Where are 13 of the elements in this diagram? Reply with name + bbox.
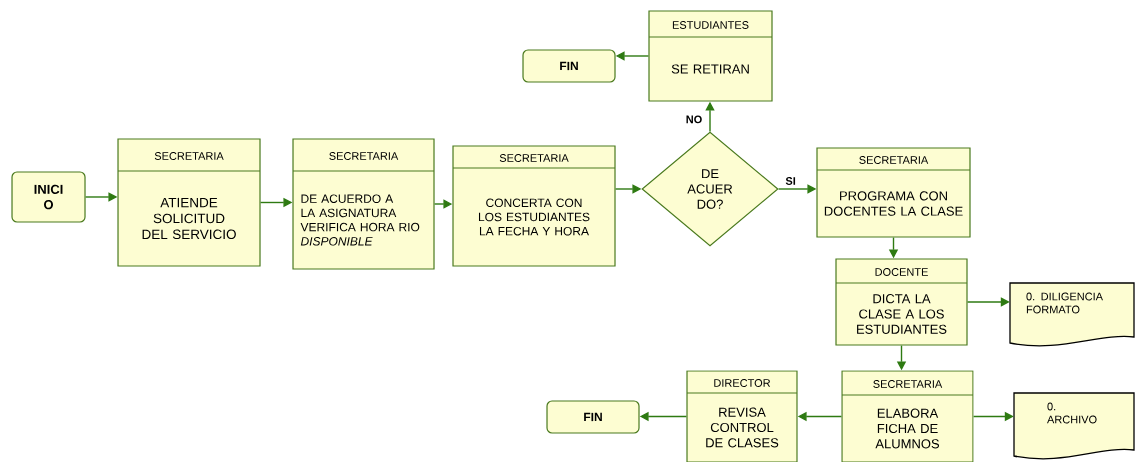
process-box: SECRETARIA ELABORA FICHA DE ALUMNOS [841, 370, 974, 462]
process-box: DOCENTE DICTA LA CLASE A LOS ESTUDIANTES [835, 258, 968, 346]
process-box: SECRETARIA CONCERTA CON LOS ESTUDIANTES LA FECHA Y HORA [452, 145, 616, 267]
process-box: DIRECTOR REVISA CONTROL DE CLASES [686, 370, 798, 462]
process-box: SECRETARIA DE ACUERDO A LA ASIGNATURA VERIFICA HORA RIO DISPONIBLE [292, 138, 435, 270]
terminal-box: INICI O [11, 171, 86, 223]
process-box: SECRETARIA ATIENDE SOLICITUD DEL SERVICIO [117, 138, 261, 267]
process-box: SECRETARIA PROGRAMA CON DOCENTES LA CLASE [816, 147, 971, 238]
terminal-box: FIN [522, 49, 616, 83]
edge-label: SI [784, 176, 797, 186]
terminal-box: FIN [546, 400, 640, 434]
process-box: ESTUDIANTES SE RETIRAN [648, 10, 773, 102]
edge-label: NO [684, 114, 704, 125]
